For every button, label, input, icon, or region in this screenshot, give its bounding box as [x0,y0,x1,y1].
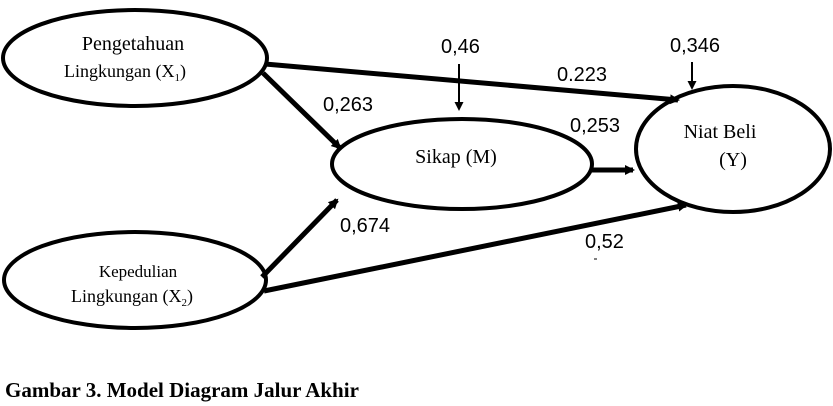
coef-x2-to-y: 0,52 [585,231,624,253]
path-x2-to-y [263,201,688,294]
node-x2-ellipse [2,230,268,330]
x2-label-line2: Lingkungan (X2) [71,286,193,309]
path-x1-to-m [261,71,342,150]
error-y-value: 0,346 [670,35,720,57]
x1-label-line1: Pengetahuan [82,33,184,55]
x1-label-line2: Lingkungan (X1) [64,61,186,84]
coef-m-to-y: 0,253 [570,115,620,137]
node-m-ellipse [330,117,594,211]
error-m-value: 0,46 [441,36,480,58]
y-label-line2: (Y) [719,149,747,171]
node-y-ellipse [634,84,832,214]
coef-x1-to-m: 0,263 [323,94,373,116]
coef-x1-to-y: 0.223 [557,64,607,86]
node-x1-ellipse [1,8,269,108]
path-x2-to-m [260,198,339,279]
y-label-line1: Niat Beli [684,121,757,143]
coef-x2-to-m: 0,674 [340,215,390,237]
m-label: Sikap (M) [415,146,497,168]
figure-caption: Gambar 3. Model Diagram Jalur Akhir [5,378,359,402]
path-x1-to-y [264,61,680,105]
x2-label-line1: Kepedulian [99,262,178,281]
